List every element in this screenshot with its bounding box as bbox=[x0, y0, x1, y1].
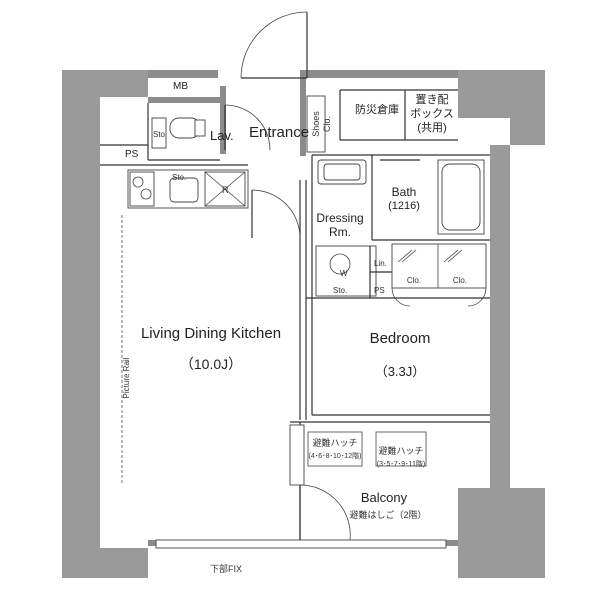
delivery-box-line2: ボックス bbox=[410, 107, 454, 120]
hatch-left-line2: (4･6･8･10･12階) bbox=[309, 451, 362, 460]
entrance-inner-door bbox=[251, 189, 301, 239]
kitchen-fixtures bbox=[127, 169, 249, 209]
hatch-right-line2: (3･5･7･9･11階) bbox=[377, 459, 426, 468]
hatch-right-line1: 避難ハッチ bbox=[378, 445, 423, 456]
bedroom-label: Bedroom bbox=[370, 330, 431, 347]
ps-left-label: PS bbox=[125, 149, 139, 160]
svg-text:Clo.: Clo. bbox=[322, 116, 332, 132]
delivery-box-line1: 置き配 bbox=[416, 93, 449, 106]
hatch-left-line1: 避難ハッチ bbox=[312, 437, 357, 448]
balcony-label: Balcony bbox=[361, 490, 408, 505]
balcony-fixtures bbox=[289, 424, 427, 541]
entrance-door bbox=[240, 11, 308, 79]
ldk-label: Living Dining Kitchen bbox=[141, 325, 281, 342]
dressing-label-line2: Rm. bbox=[329, 225, 351, 239]
bath-size-label: (1216) bbox=[388, 200, 420, 212]
closet-1-label: Clo. bbox=[407, 276, 421, 285]
mb-label: MB bbox=[173, 81, 188, 92]
ps-right-label: PS bbox=[374, 286, 385, 295]
disaster-storage-label: 防災倉庫 bbox=[355, 102, 399, 116]
dressing-fixtures bbox=[315, 159, 392, 298]
closet-2-label: Clo. bbox=[453, 276, 467, 285]
picture-rail-label: Picture Rail bbox=[122, 357, 131, 398]
lin-label: Lin. bbox=[374, 259, 387, 268]
bath-label: Bath bbox=[392, 185, 417, 199]
ldk-size-label: （10.0J） bbox=[180, 356, 242, 372]
svg-text:Shoes: Shoes bbox=[311, 111, 321, 137]
lav-label: Lav. bbox=[210, 128, 234, 143]
shoes-closet-label: Shoes Clo. bbox=[311, 111, 332, 137]
sto-dressing-label: Sto. bbox=[333, 286, 347, 295]
svg-text:Picture Rail: Picture Rail bbox=[122, 357, 131, 398]
structural-walls bbox=[62, 70, 545, 578]
bottom-window bbox=[155, 539, 447, 549]
sto-toilet-label: Sto. bbox=[153, 130, 167, 139]
bedroom-size-label: （3.3J） bbox=[375, 364, 426, 379]
bathtub bbox=[380, 159, 485, 235]
r-label: R bbox=[222, 185, 229, 195]
dressing-label-line1: Dressing bbox=[316, 211, 363, 225]
entrance-label: Entrance bbox=[249, 124, 309, 141]
sto-kitchen-label: Sto. bbox=[172, 173, 186, 182]
bottom-fix-label: 下部FIX bbox=[210, 563, 242, 574]
shoes-closet bbox=[306, 95, 326, 153]
lavatory-fixtures bbox=[151, 104, 271, 151]
bedroom-closets bbox=[391, 243, 487, 307]
delivery-box-line3: (共用) bbox=[417, 121, 446, 134]
ladder-label: 避難はしご（2階） bbox=[349, 509, 426, 520]
w-label: W bbox=[340, 269, 348, 278]
